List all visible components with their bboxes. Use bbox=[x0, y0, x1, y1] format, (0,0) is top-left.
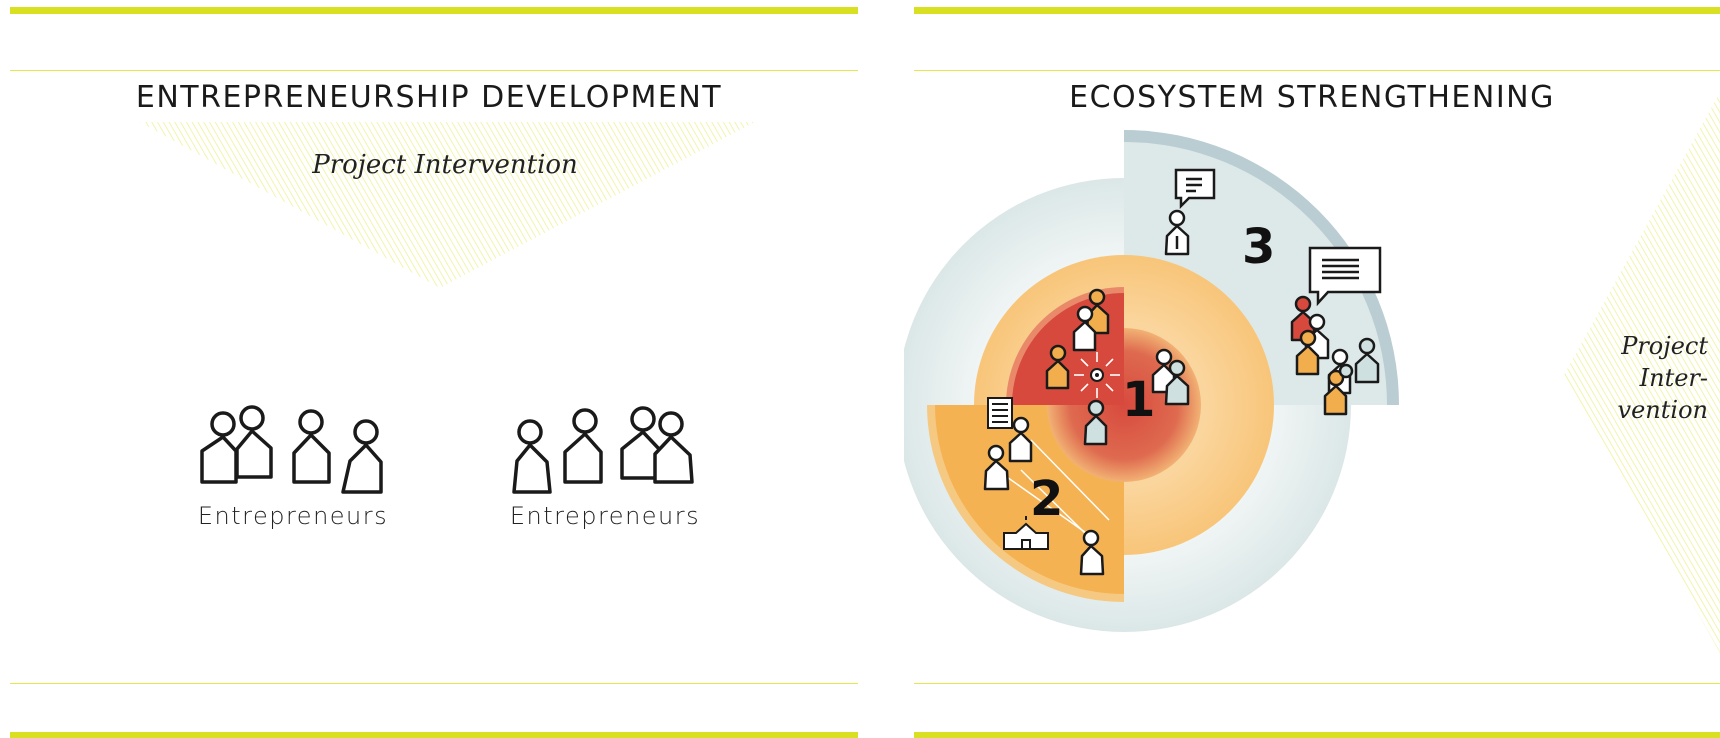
person-icon bbox=[235, 405, 273, 479]
person-icon bbox=[1164, 359, 1190, 406]
person-icon bbox=[1045, 344, 1070, 390]
connector-lines bbox=[996, 439, 1110, 541]
side-label-line-1: Project bbox=[1621, 332, 1708, 360]
top-divider bbox=[10, 70, 858, 71]
side-label-line-2: Inter- bbox=[1639, 364, 1708, 392]
person-icon bbox=[620, 406, 662, 480]
entrepreneurship-panel: ENTREPRENEURSHIP DEVELOPMENT Project Int… bbox=[0, 0, 858, 738]
person-icon bbox=[1295, 329, 1320, 376]
person-icon bbox=[1164, 209, 1190, 256]
ecosystem-panel: ECOSYSTEM STRENGTHENING bbox=[904, 0, 1720, 738]
top-accent-bar bbox=[914, 7, 1720, 14]
ecosystem-diagram: 1 2 3 bbox=[904, 92, 1720, 653]
person-icon bbox=[1079, 529, 1105, 576]
person-icon bbox=[1072, 305, 1097, 352]
intervention-triangle bbox=[140, 122, 755, 288]
ring-number-2: 2 bbox=[1030, 471, 1063, 527]
page-title: ENTREPRENEURSHIP DEVELOPMENT bbox=[135, 80, 723, 115]
focus-arrows-icon bbox=[1074, 352, 1120, 398]
person-icon bbox=[1354, 337, 1380, 384]
person-icon bbox=[983, 444, 1010, 491]
person-icon bbox=[1323, 369, 1348, 416]
person-icon bbox=[1338, 363, 1354, 379]
person-icon bbox=[341, 419, 383, 494]
person-icon bbox=[653, 411, 694, 484]
page-title: ECOSYSTEM STRENGTHENING bbox=[1069, 80, 1555, 115]
entrepreneurs-label: Entrepreneurs bbox=[509, 502, 701, 530]
entrepreneur-group-1 bbox=[200, 405, 383, 494]
speech-bubble-icon bbox=[1308, 246, 1382, 307]
ring-number-3: 3 bbox=[1242, 219, 1275, 275]
bottom-accent-bar bbox=[914, 732, 1720, 738]
top-accent-bar bbox=[10, 7, 858, 14]
person-icon bbox=[512, 419, 552, 494]
side-label-line-3: vention bbox=[1617, 396, 1708, 424]
bottom-divider bbox=[10, 683, 858, 684]
school-icon bbox=[1003, 516, 1049, 550]
intervention-funnel bbox=[140, 122, 755, 288]
person-icon bbox=[1083, 399, 1108, 446]
person-icon bbox=[292, 409, 331, 484]
bottom-accent-bar bbox=[10, 732, 858, 738]
person-icon bbox=[1008, 416, 1033, 463]
bottom-divider bbox=[914, 683, 1720, 684]
intervention-arrow bbox=[1564, 92, 1720, 653]
entrepreneurs-label: Entrepreneurs bbox=[197, 502, 389, 530]
speech-bubble-icon bbox=[1174, 168, 1216, 210]
entrepreneur-group-2 bbox=[512, 406, 694, 494]
person-icon bbox=[200, 411, 238, 484]
ring-number-1: 1 bbox=[1122, 372, 1155, 428]
person-icon bbox=[563, 408, 603, 484]
office-building-icon bbox=[987, 397, 1013, 429]
project-intervention-label: Project Intervention bbox=[312, 150, 578, 180]
project-intervention-side-label: Project Inter- vention bbox=[1584, 330, 1708, 426]
entrepreneur-groups bbox=[200, 405, 694, 494]
top-divider bbox=[914, 70, 1720, 71]
